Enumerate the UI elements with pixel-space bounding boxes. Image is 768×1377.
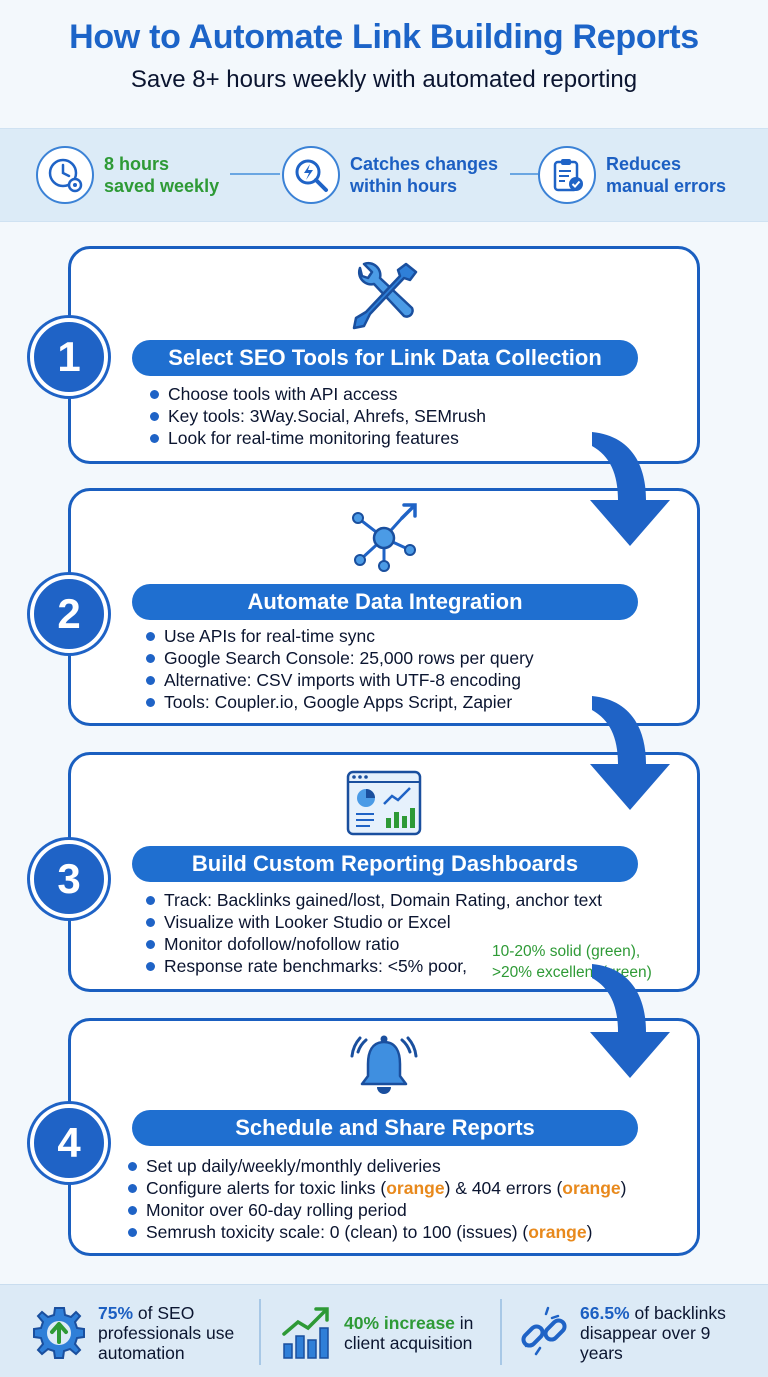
text-segment: Semrush toxicity scale: 0 (clean) to 100… xyxy=(146,1222,529,1242)
step-bullets: Track: Backlinks gained/lost, Domain Rat… xyxy=(142,889,602,977)
dashboard-chart-icon xyxy=(344,768,424,843)
stat-text: years xyxy=(580,1343,623,1363)
stat-text: professionals use xyxy=(98,1323,235,1343)
list-item: Visualize with Looker Studio or Excel xyxy=(142,911,602,933)
step-title: Build Custom Reporting Dashboards xyxy=(132,846,638,882)
divider xyxy=(500,1299,502,1365)
benefit-time-saved: 8 hours saved weekly xyxy=(36,144,219,206)
stat-backlinks-disappear: 66.5% of backlinks disappear over 9 year… xyxy=(518,1297,726,1369)
list-item: Response rate benchmarks: <5% poor, xyxy=(142,955,602,977)
orange-highlight: orange xyxy=(386,1178,445,1198)
gear-up-arrow-icon xyxy=(33,1307,85,1359)
text-segment: ) xyxy=(586,1222,593,1242)
stat-highlight: 40% increase xyxy=(344,1313,455,1333)
stat-text: of backlinks xyxy=(629,1303,726,1323)
clipboard-check-icon xyxy=(538,146,596,204)
text-segment: ) & 404 errors ( xyxy=(444,1178,563,1198)
stat-text: automation xyxy=(98,1343,185,1363)
network-arrow-icon xyxy=(344,498,424,579)
step-number-badge: 4 xyxy=(30,1104,108,1182)
step-number-badge: 2 xyxy=(30,575,108,653)
orange-highlight: orange xyxy=(562,1178,621,1198)
page-title: How to Automate Link Building Reports xyxy=(69,18,699,56)
magnify-lightning-icon xyxy=(282,146,340,204)
benefit-catches-changes: Catches changes within hours xyxy=(282,144,498,206)
benefit-line: 8 hours xyxy=(104,154,170,174)
stat-highlight: 66.5% xyxy=(580,1303,630,1323)
divider xyxy=(259,1299,261,1365)
stat-text: of SEO xyxy=(133,1303,195,1323)
growth-chart-icon xyxy=(282,1307,329,1359)
list-item: Choose tools with API access xyxy=(146,383,486,405)
benefit-line: Catches changes xyxy=(350,154,499,174)
benchmark-note-line: 10-20% solid (green), xyxy=(492,943,641,960)
text-segment: ) xyxy=(620,1178,627,1198)
step-title: Automate Data Integration xyxy=(132,584,638,620)
step-number-badge: 3 xyxy=(30,840,108,918)
benefit-line: manual errors xyxy=(606,176,727,196)
step-bullets: Use APIs for real-time sync Google Searc… xyxy=(142,625,534,713)
connector-line xyxy=(230,173,280,175)
flow-arrow-icon xyxy=(590,696,670,810)
stat-automation: 75% of SEO professionals use automation xyxy=(30,1297,234,1369)
page-subtitle: Save 8+ hours weekly with automated repo… xyxy=(130,66,638,93)
list-item: Tools: Coupler.io, Google Apps Script, Z… xyxy=(142,691,534,713)
list-item: Monitor over 60-day rolling period xyxy=(124,1199,626,1221)
stat-highlight: 75% xyxy=(98,1303,134,1323)
benefit-line: within hours xyxy=(350,176,457,196)
list-item: Track: Backlinks gained/lost, Domain Rat… xyxy=(142,889,602,911)
list-item: Google Search Console: 25,000 rows per q… xyxy=(142,647,534,669)
list-item: Semrush toxicity scale: 0 (clean) to 100… xyxy=(124,1221,626,1243)
list-item: Use APIs for real-time sync xyxy=(142,625,534,647)
bell-icon xyxy=(348,1030,420,1107)
benefit-reduces-errors: Reduces manual errors xyxy=(538,144,726,206)
list-item: Alternative: CSV imports with UTF-8 enco… xyxy=(142,669,534,691)
step-bullets: Set up daily/weekly/monthly deliveries C… xyxy=(124,1155,626,1243)
list-item: Key tools: 3Way.Social, Ahrefs, SEMrush xyxy=(146,405,486,427)
list-item: Monitor dofollow/nofollow ratio xyxy=(142,933,602,955)
step-bullets: Choose tools with API access Key tools: … xyxy=(146,383,486,449)
list-item: Configure alerts for toxic links (orange… xyxy=(124,1177,626,1199)
connector-line xyxy=(510,173,538,175)
step-title: Select SEO Tools for Link Data Collectio… xyxy=(132,340,638,376)
stat-client-acquisition: 40% increase in client acquisition xyxy=(280,1297,473,1369)
stat-text: client acquisition xyxy=(344,1333,473,1353)
text-segment: Configure alerts for toxic links ( xyxy=(146,1178,387,1198)
wrench-screwdriver-icon xyxy=(344,258,424,339)
benefit-line: Reduces xyxy=(606,154,682,174)
list-item: Set up daily/weekly/monthly deliveries xyxy=(124,1155,626,1177)
benefits-band: 8 hours saved weekly Catches changes wit… xyxy=(0,128,768,222)
broken-link-icon xyxy=(521,1306,567,1356)
clock-gear-icon xyxy=(36,146,94,204)
stat-text: in xyxy=(454,1313,474,1333)
step-title: Schedule and Share Reports xyxy=(132,1110,638,1146)
benefit-line: saved weekly xyxy=(104,176,220,196)
stat-text: disappear over 9 xyxy=(580,1323,711,1343)
flow-arrow-icon xyxy=(590,432,670,546)
orange-highlight: orange xyxy=(528,1222,587,1242)
list-item: Look for real-time monitoring features xyxy=(146,427,486,449)
flow-arrow-icon xyxy=(590,964,670,1078)
stats-band: 75% of SEO professionals use automation … xyxy=(0,1284,768,1377)
step-number-badge: 1 xyxy=(30,318,108,396)
